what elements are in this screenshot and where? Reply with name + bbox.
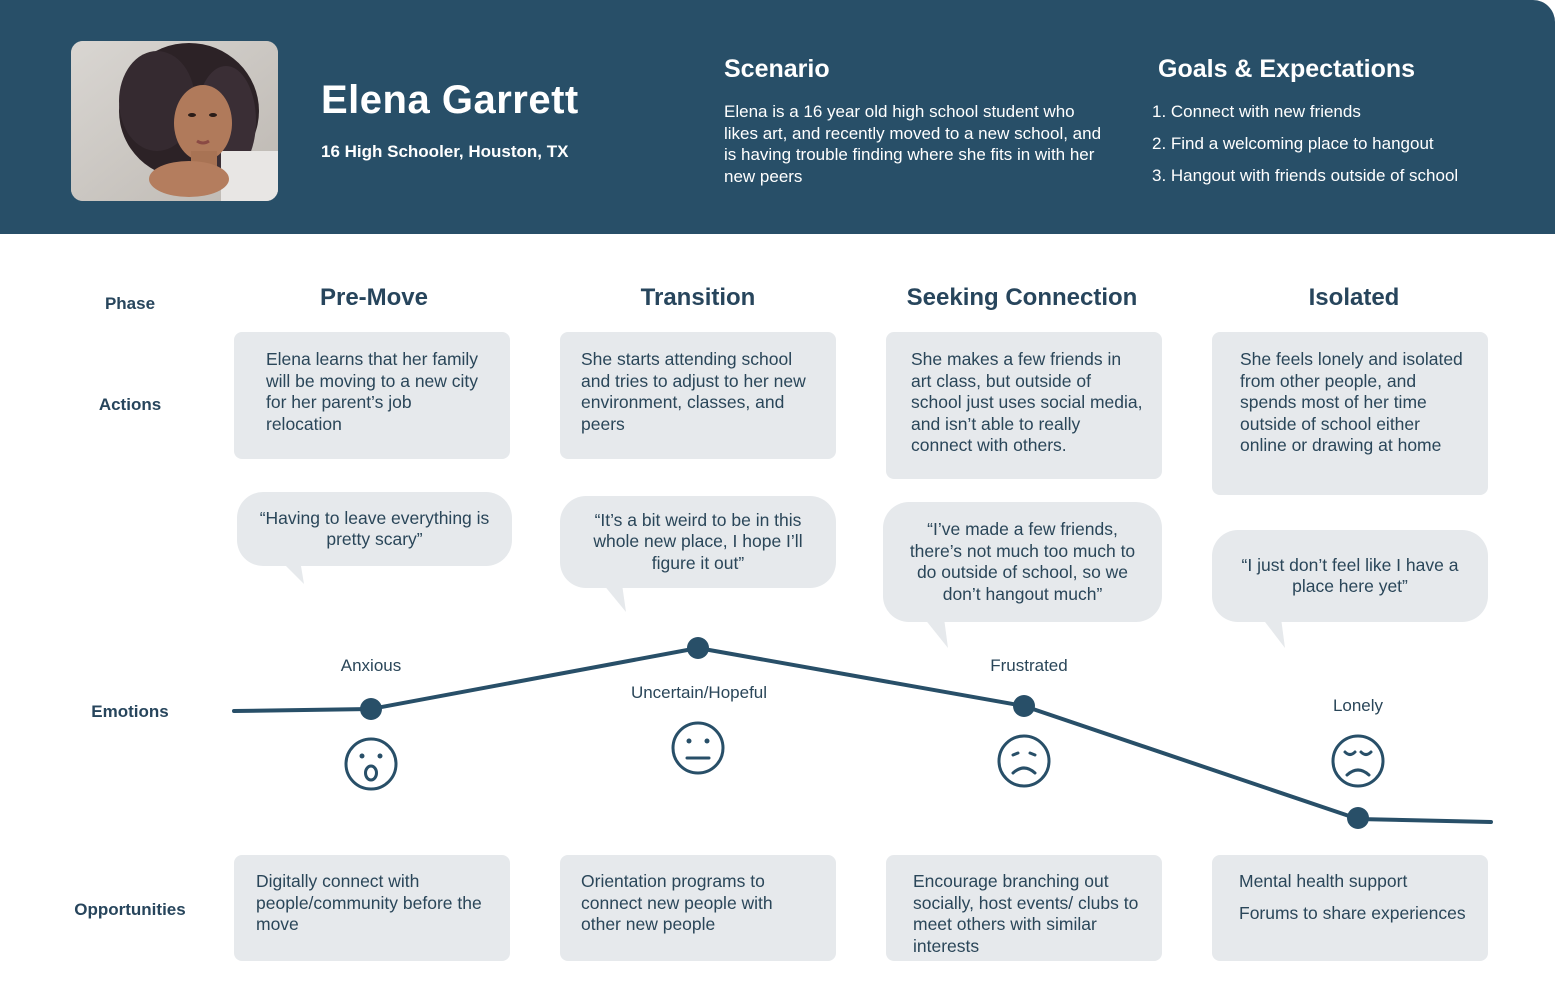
emotion-point — [687, 637, 709, 659]
opportunity-card-isolated: Mental health support Forums to share ex… — [1212, 855, 1488, 961]
quote-text: “It’s a bit weird to be in this whole ne… — [560, 496, 836, 588]
phase-title-pre-move: Pre-Move — [319, 284, 429, 311]
action-card-transition: She starts attending school and tries to… — [560, 332, 836, 459]
quote-bubble-seeking-connection: “I’ve made a few friends, there’s not mu… — [883, 502, 1162, 622]
quote-text: “Having to leave everything is pretty sc… — [237, 492, 512, 566]
emotion-point — [1013, 695, 1035, 717]
goals-title: Goals & Expectations — [1158, 55, 1416, 83]
emotion-label-frustrated: Frustrated — [990, 656, 1068, 675]
opportunity-text: Mental health support — [1239, 871, 1408, 891]
opportunity-text: Forums to share experiences — [1239, 902, 1466, 923]
goal-item: 1. Connect with new friends — [1152, 102, 1361, 121]
opportunity-card-transition: Orientation programs to connect new peop… — [560, 855, 836, 961]
action-card-isolated: She feels lonely and isolated from other… — [1212, 332, 1488, 495]
bubble-tail — [280, 560, 304, 584]
action-card-seeking-connection: She makes a few friends in art class, bu… — [886, 332, 1162, 479]
persona-header: Elena Garrett 16 High Schooler, Houston,… — [0, 0, 1555, 234]
surprised-face-icon — [344, 737, 398, 791]
scenario-text: Elena is a 16 year old high school stude… — [724, 102, 1102, 186]
opportunity-card-seeking-connection: Encourage branching out socially, host e… — [886, 855, 1162, 961]
emotion-curve — [232, 646, 1493, 824]
opportunity-text: Encourage branching out socially, host e… — [913, 871, 1139, 956]
emotion-point — [360, 698, 382, 720]
phase-title-isolated: Isolated — [1308, 284, 1400, 311]
quote-bubble-pre-move: “Having to leave everything is pretty sc… — [237, 492, 512, 566]
row-label-actions: Actions — [98, 395, 162, 414]
phase-title-transition: Transition — [640, 284, 756, 311]
row-label-opportunities: Opportunities — [74, 900, 186, 919]
opportunity-text: Digitally connect with people/community … — [256, 871, 482, 934]
goals-list: 1. Connect with new friends 2. Find a we… — [1152, 101, 1458, 197]
quote-text: “I just don’t feel like I have a place h… — [1212, 530, 1488, 622]
quote-bubble-transition: “It’s a bit weird to be in this whole ne… — [560, 496, 836, 588]
frowning-face-icon — [997, 734, 1051, 788]
phase-title-seeking-connection: Seeking Connection — [906, 284, 1138, 311]
persona-name: Elena Garrett — [321, 78, 579, 122]
emotion-label-lonely: Lonely — [1332, 696, 1384, 715]
scenario-title: Scenario — [724, 55, 830, 83]
persona-subtitle: 16 High Schooler, Houston, TX — [321, 142, 569, 161]
quote-bubble-isolated: “I just don’t feel like I have a place h… — [1212, 530, 1488, 622]
persona-photo — [71, 41, 278, 201]
bubble-tail — [924, 618, 948, 648]
opportunity-card-pre-move: Digitally connect with people/community … — [234, 855, 510, 961]
goal-item: 2. Find a welcoming place to hangout — [1152, 134, 1434, 153]
opportunity-text: Orientation programs to connect new peop… — [581, 871, 773, 934]
emotion-point — [1347, 807, 1369, 829]
bubble-tail — [1262, 618, 1285, 648]
emotion-label-uncertain-hopeful: Uncertain/Hopeful — [630, 683, 768, 702]
row-label-phase: Phase — [104, 294, 156, 313]
quote-text: “I’ve made a few friends, there’s not mu… — [883, 502, 1162, 622]
row-label-emotions: Emotions — [91, 702, 169, 721]
sad-face-icon — [1331, 734, 1385, 788]
goal-item: 3. Hangout with friends outside of schoo… — [1152, 166, 1459, 185]
action-card-pre-move: Elena learns that her family will be mov… — [234, 332, 510, 459]
emotion-label-anxious: Anxious — [340, 656, 402, 675]
neutral-face-icon — [671, 721, 725, 775]
bubble-tail — [603, 584, 626, 612]
